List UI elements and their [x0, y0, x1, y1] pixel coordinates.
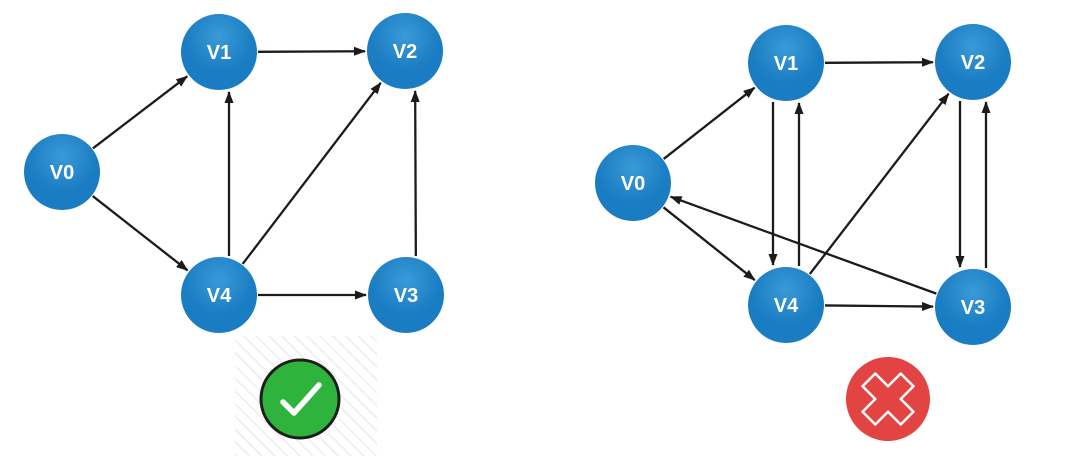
node-circle [24, 134, 100, 210]
graph-node-V1: V1 [748, 25, 824, 101]
node-label: V1 [774, 53, 798, 75]
check-badge [259, 358, 341, 440]
node-circle [181, 14, 257, 90]
edge-V4-V2 [808, 92, 950, 275]
graph-node-V3: V3 [935, 269, 1011, 345]
node-label: V3 [394, 285, 418, 307]
node-circle [367, 13, 443, 89]
edge-V4-V3 [824, 301, 935, 311]
edge-V0-V4 [91, 195, 189, 272]
edge-V1-V2 [824, 57, 935, 67]
edge-V3-V0 [669, 195, 937, 295]
graph-node-V0: V0 [595, 145, 671, 221]
graph-node-V3: V3 [368, 257, 444, 333]
node-label: V2 [961, 52, 985, 74]
node-circle [595, 145, 671, 221]
graph-node-V4: V4 [181, 257, 257, 333]
edge-V0-V1 [662, 86, 756, 160]
node-label: V2 [393, 41, 417, 63]
edge-V0-V1 [92, 75, 189, 150]
node-circle [748, 267, 824, 343]
cross-icon [861, 372, 915, 426]
node-circle [935, 24, 1011, 100]
check-icon [280, 382, 322, 416]
node-label: V0 [50, 162, 74, 184]
graph-node-V0: V0 [24, 134, 100, 210]
node-circle [368, 257, 444, 333]
edge-V3-V2 [410, 89, 420, 256]
graph-node-V2: V2 [935, 24, 1011, 100]
graph-node-V2: V2 [367, 13, 443, 89]
node-label: V0 [621, 173, 645, 195]
edge-V0-V4 [662, 206, 756, 281]
node-circle [935, 269, 1011, 345]
graph-node-V4: V4 [748, 267, 824, 343]
node-label: V1 [207, 42, 231, 64]
node-label: V4 [774, 295, 799, 317]
check-circle [259, 358, 341, 440]
node-circle [748, 25, 824, 101]
graph-node-V1: V1 [181, 14, 257, 90]
node-label: V4 [207, 285, 232, 307]
cross-badge [846, 357, 930, 441]
node-label: V3 [961, 297, 985, 319]
node-circle [181, 257, 257, 333]
edge-V1-V2 [257, 46, 367, 56]
edge-V4-V2 [241, 82, 382, 265]
